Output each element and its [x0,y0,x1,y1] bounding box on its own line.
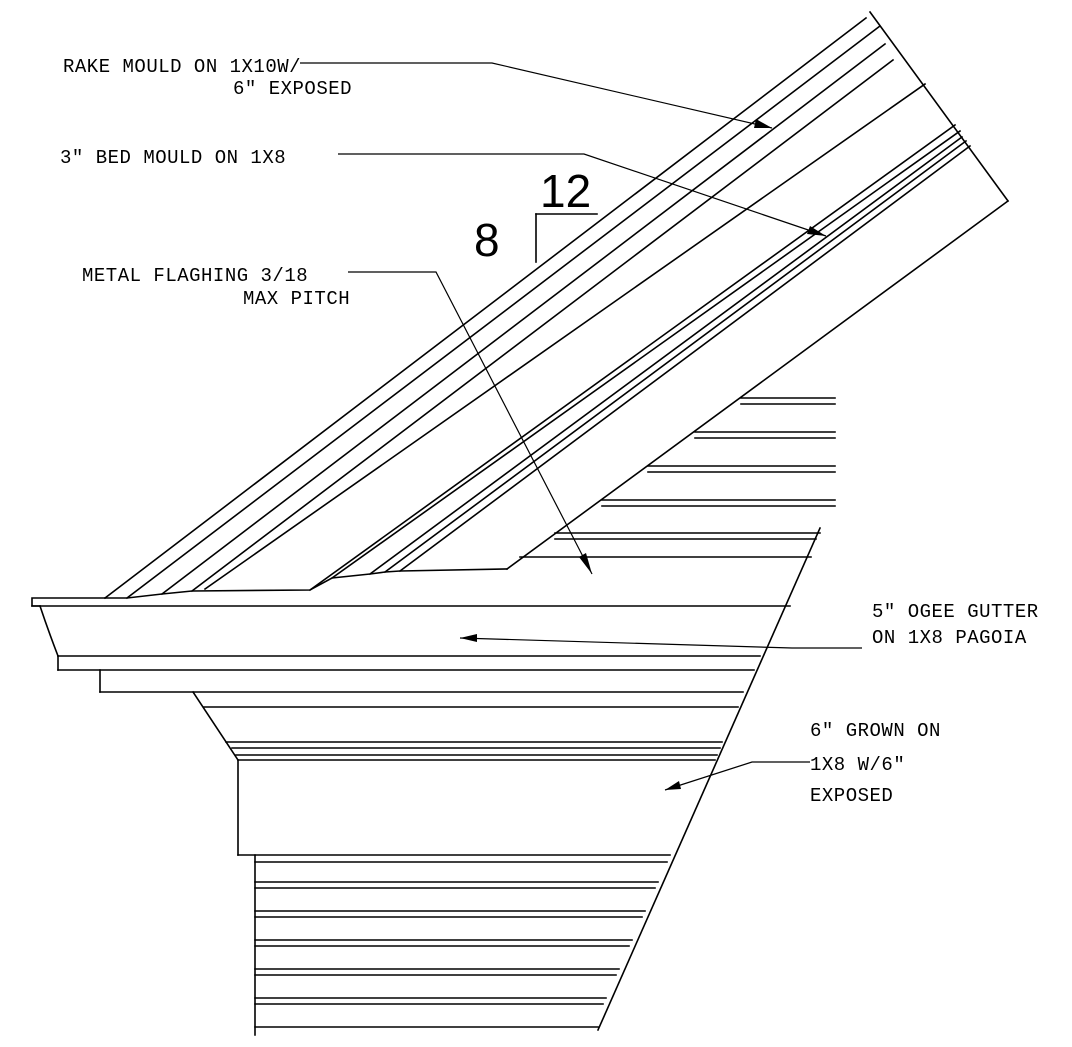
crown-label-line1: 6" GROWN ON [810,720,941,742]
labels: RAKE MOULD ON 1X10W/ 6" EXPOSED 3" BED M… [60,56,1039,807]
flashing-label-line1: METAL FLAGHING 3/18 [82,265,308,287]
bed-mould [308,123,972,592]
gutter-cornice [31,526,822,1032]
gutter-label-line2: ON 1X8 PAGOIA [872,627,1027,649]
pitch-rise: 8 [474,214,500,266]
pitch-run: 12 [540,165,591,217]
flashing-label-line2: MAX PITCH [243,288,350,310]
bed-label: 3" BED MOULD ON 1X8 [60,147,286,169]
siding-lower [254,854,668,1036]
siding-upper [519,397,836,558]
rake-mould [103,16,927,600]
leader-lines [300,62,862,791]
crown-label-line3: EXPOSED [810,785,893,807]
gutter-label-line1: 5" OGEE GUTTER [872,601,1039,623]
crown-label-line2: 1X8 W/6" [810,754,905,776]
rake-label-line1: RAKE MOULD ON 1X10W/ [63,56,301,78]
rake-end-cut [868,10,1010,203]
pitch-symbol: 12 8 [474,165,598,266]
rake-label-line2: 6" EXPOSED [233,78,352,100]
soffit-line [505,199,1010,571]
flashing-profile [104,568,508,599]
